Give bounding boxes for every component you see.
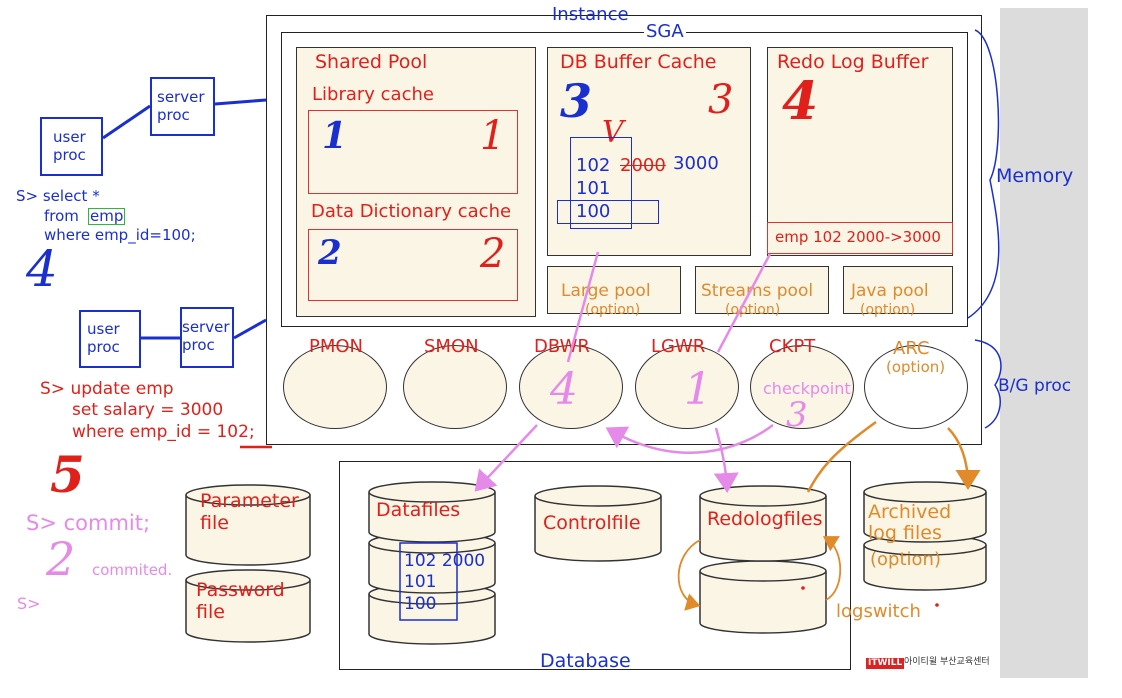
sga-box [281, 32, 968, 327]
redologfiles-label: Redologfiles [707, 508, 823, 530]
shared-pool-title: Shared Pool [315, 51, 428, 73]
checkpoint-label: checkpoint [763, 379, 851, 398]
itwill-logo: ITWILL [866, 658, 905, 669]
shared-pool-box [296, 47, 536, 317]
db-buffer-mark: V [602, 115, 624, 150]
commit-num: 2 [46, 532, 76, 586]
db-buffer-row-100: 100 [576, 201, 611, 222]
right-gray-panel [1000, 8, 1088, 678]
library-cache-num-blue: 1 [322, 115, 348, 157]
server-proc-box-2 [180, 307, 234, 368]
db-buffer-old-value: 2000 [620, 155, 666, 176]
user-proc-label-1: user proc [53, 128, 86, 164]
large-pool-sub: (option) [585, 302, 641, 318]
logswitch-dot [935, 603, 939, 607]
server2-instance-link [233, 318, 267, 340]
redo-log-buffer-box [767, 47, 953, 256]
process-smon [403, 345, 507, 429]
dict-cache-label: Data Dictionary cache [311, 201, 512, 222]
database-box [339, 461, 851, 670]
redo-log-buffer-num: 4 [782, 71, 819, 132]
user-proc-box-1 [40, 117, 103, 176]
redo-entry-box [767, 222, 953, 254]
parameter-file-label: Parameter file [200, 490, 299, 534]
controlfile-label: Controlfile [543, 512, 641, 534]
lgwr-num: 1 [684, 364, 712, 415]
password-file-label: Password file [196, 579, 285, 623]
commit-sql: S> commit; [26, 511, 151, 535]
update-sql-line-3: where emp_id = 102; [72, 422, 255, 442]
arc-option: (option) [886, 358, 946, 376]
process-pmon [283, 345, 387, 429]
dict-cache-num-blue: 2 [318, 233, 342, 273]
dict-cache-box [308, 229, 518, 301]
library-cache-num-red: 1 [480, 113, 506, 159]
database-label: Database [540, 650, 631, 672]
select-sql-emp: emp [88, 207, 126, 225]
dict-cache-num-red: 2 [480, 231, 506, 277]
process-arc [864, 345, 968, 429]
library-cache-box [308, 110, 518, 194]
redo-entry-text: emp 102 2000->3000 [775, 228, 941, 246]
large-pool-label: Large pool [561, 281, 651, 301]
streams-pool-sub: (option) [725, 302, 781, 318]
archived-label: Archived log files [868, 501, 952, 544]
db-buffer-row-101: 101 [576, 178, 611, 199]
smon-label: SMON [424, 336, 479, 357]
update-sql-line-1: S> update emp [40, 379, 174, 399]
dbwr-num: 4 [550, 364, 578, 415]
library-cache-label: Library cache [312, 84, 434, 105]
process-ckpt [750, 345, 854, 429]
db-buffer-cache-title: DB Buffer Cache [560, 51, 717, 73]
datafile-row-100: 100 [404, 594, 437, 614]
select-num: 4 [26, 240, 58, 298]
user1-server1-link [102, 104, 151, 140]
db-buffer-num-red: 3 [708, 77, 734, 123]
dbwr-label: DBWR [534, 336, 590, 357]
redo-log-buffer-title: Redo Log Buffer [777, 51, 929, 73]
instance-title: Instance [552, 4, 629, 25]
select-sql-line-1: S> select * [16, 187, 100, 205]
bg-proc-label: B/G proc [998, 376, 1072, 396]
java-pool-box [843, 266, 953, 314]
sga-title: SGA [644, 21, 686, 42]
arc-label: ARC [893, 338, 930, 359]
update-num: 5 [50, 445, 85, 504]
archived-option: (option) [870, 549, 941, 570]
datafiles-label: Datafiles [376, 499, 461, 521]
datafile-row-101: 101 [404, 572, 437, 592]
user-proc-label-2: user proc [87, 320, 120, 356]
streams-pool-label: Streams pool [701, 281, 814, 301]
pmon-label: PMON [309, 336, 364, 357]
java-pool-label: Java pool [851, 281, 929, 301]
server-proc-label-1: server proc [157, 88, 205, 124]
ckpt-label: CKPT [769, 336, 816, 357]
process-lgwr [635, 345, 739, 429]
commited-label: commited. [92, 561, 173, 579]
itwill-caption: 아이티윌 부산교육센터 [904, 657, 990, 667]
prompt-label: S> [17, 594, 41, 613]
db-buffer-cache-box [547, 47, 751, 256]
java-pool-sub: (option) [860, 302, 916, 318]
server1-instance-link [214, 98, 267, 106]
datafile-row-102: 102 2000 [404, 551, 486, 571]
select-sql-line-2: from [44, 207, 84, 225]
memory-label: Memory [996, 165, 1074, 187]
db-buffer-new-value: 3000 [673, 153, 719, 174]
server-proc-label-2: server proc [182, 318, 230, 354]
update-sql-line-2: set salary = 3000 [72, 400, 224, 420]
user-proc-box-2 [79, 310, 141, 368]
select-sql-line-3: where emp_id=100; [44, 226, 196, 244]
db-buffer-row-100-outline [557, 200, 659, 224]
lgwr-label: LGWR [651, 336, 706, 357]
db-buffer-block-outline [570, 137, 632, 229]
db-buffer-num-blue: 3 [560, 74, 593, 128]
logswitch-label: logswitch [836, 601, 921, 622]
ckpt-num: 3 [786, 395, 808, 435]
server-proc-box-1 [150, 77, 215, 136]
db-buffer-row-102: 102 [576, 155, 611, 176]
process-dbwr [519, 345, 623, 429]
